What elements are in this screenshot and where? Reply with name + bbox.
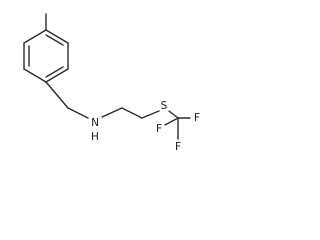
ring-double-bond-2 [45, 66, 64, 78]
ring-double-bond-1 [45, 34, 64, 46]
atom-fluorine-left-label: F [156, 123, 162, 135]
atom-fluorine-right-label: F [194, 112, 200, 124]
bond-c-f-left [164, 117, 179, 126]
bond-ring-ch2 [45, 81, 69, 109]
bond-ch2-ch2 [121, 107, 143, 119]
ring-bond-6 [23, 29, 47, 44]
atom-fluorine-bottom-label: F [175, 141, 181, 153]
atom-sulfur-label: S [161, 100, 168, 112]
ring-bond-1 [45, 29, 69, 44]
bond-s-c [168, 110, 179, 119]
chemical-structure: N H S F F F [23, 13, 200, 153]
benzene-ring [23, 29, 69, 83]
ring-bond-4 [23, 68, 47, 83]
ring-bond-3 [45, 68, 69, 83]
bond-n-ch2 [101, 107, 123, 118]
bond-ch2-n [67, 107, 89, 119]
atom-nitrogen-hydrogen-label: H [91, 131, 99, 143]
bond-ch2-s [141, 110, 160, 119]
atom-nitrogen-label: N [91, 117, 99, 129]
